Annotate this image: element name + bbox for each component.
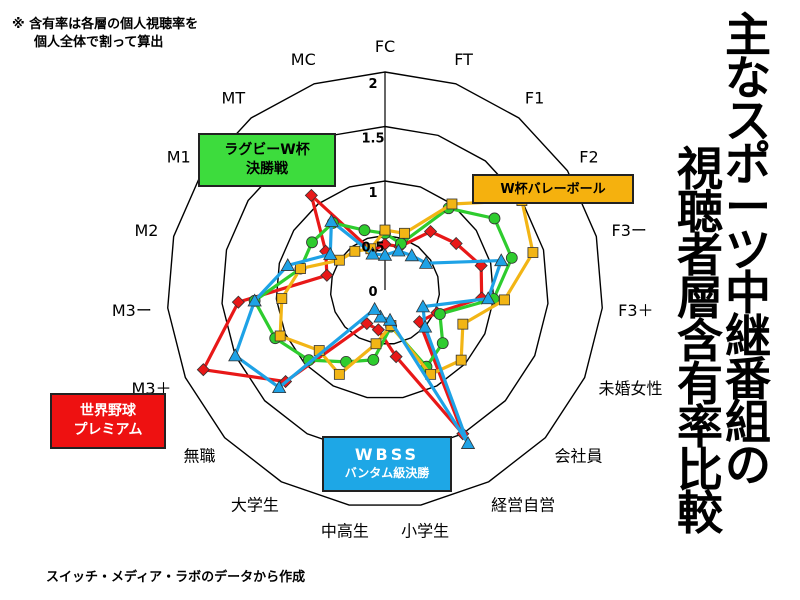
series-2-point-6 <box>457 318 469 330</box>
series-3-point-6 <box>415 299 431 313</box>
callout-rugby-line-1: ラグビーW杯 <box>224 142 310 158</box>
series-0-point-3 <box>449 236 463 251</box>
series-3-point-11 <box>367 301 382 315</box>
category-label-12: 無職 <box>183 446 215 465</box>
series-3-point-7 <box>417 319 433 333</box>
calculation-note: ※ 含有率は各層の個人視聴率を 個人全体で割って算出 <box>12 16 198 52</box>
series-3-point-1 <box>391 243 406 257</box>
callout-baseball: 世界野球 プレミアム <box>50 393 166 449</box>
radar-series <box>196 188 539 449</box>
category-label-10: 中高生 <box>321 522 369 541</box>
category-label-0: FC <box>375 37 395 56</box>
category-label-9: 小学生 <box>401 522 449 541</box>
series-0-point-13 <box>196 363 210 377</box>
category-label-3: F2 <box>579 148 598 167</box>
category-label-17: MT <box>222 88 246 107</box>
series-3-point-10 <box>373 309 388 323</box>
series-0-point-14 <box>231 295 245 309</box>
series-0-point-17 <box>304 188 318 202</box>
series-2-point-7 <box>455 354 467 366</box>
series-0-point-11 <box>360 316 374 331</box>
callout-baseball-line-1: 世界野球 <box>80 403 136 419</box>
series-2-point-15 <box>295 263 306 274</box>
series-1-point-16 <box>306 236 318 249</box>
series-2-point-13 <box>274 330 286 342</box>
tick-label-1: 0.5 <box>361 241 384 256</box>
series-2-point-14 <box>276 293 288 304</box>
series-3-point-17 <box>324 213 339 227</box>
chart-title-line-2: 視聴者層含有率比較 <box>677 142 723 540</box>
category-label-14: M3ー <box>112 301 152 320</box>
grid-ring-1 <box>275 180 495 399</box>
category-label-15: M2 <box>134 221 158 240</box>
callout-volleyball: W杯バレーボール <box>472 174 634 204</box>
series-line-2 <box>278 198 535 376</box>
category-label-6: 未婚女性 <box>598 379 662 398</box>
series-2-point-10 <box>370 338 382 350</box>
tick-label-2: 1 <box>368 186 377 201</box>
series-0-point-15 <box>320 268 334 282</box>
series-2-point-4 <box>527 247 539 258</box>
category-label-11: 大学生 <box>231 496 279 515</box>
series-1-point-18 <box>358 224 371 237</box>
chart-title-line-1: 主なスポーツ中継番組の <box>725 8 771 492</box>
series-2-point-17 <box>349 245 361 257</box>
callout-wbss: WBSS バンタム級決勝 <box>322 436 452 492</box>
series-3-point-16 <box>323 246 338 260</box>
tick-label-4: 2 <box>368 77 377 92</box>
series-3-point-5 <box>481 291 496 305</box>
series-1-point-7 <box>436 337 449 350</box>
series-2-point-1 <box>399 227 410 239</box>
callout-rugby: ラグビーW杯 決勝戦 <box>198 133 336 187</box>
callout-rugby-line-2: 決勝戦 <box>245 161 288 177</box>
category-label-7: 会社員 <box>555 446 603 465</box>
callout-volleyball-line-1: W杯バレーボール <box>500 181 606 197</box>
category-label-1: FT <box>454 50 473 69</box>
category-label-4: F3ー <box>612 221 647 240</box>
series-2-point-11 <box>333 368 345 380</box>
series-3-point-14 <box>247 293 262 307</box>
series-3-point-3 <box>418 255 434 269</box>
series-1-point-6 <box>434 308 446 320</box>
category-label-18: MC <box>291 50 316 69</box>
series-0-point-2 <box>423 224 438 239</box>
note-line-2: 個人全体で割って算出 <box>34 35 164 50</box>
series-0-point-9 <box>389 350 403 364</box>
callout-wbss-line-1: WBSS <box>354 445 420 464</box>
series-2-point-16 <box>333 254 345 266</box>
category-label-16: M1 <box>167 148 191 167</box>
category-label-5: F3＋ <box>618 301 653 320</box>
series-2-point-2 <box>446 198 458 210</box>
series-1-point-10 <box>367 353 380 366</box>
series-2-point-5 <box>499 294 510 306</box>
source-note: スイッチ・メディア・ラボのデータから作成 <box>46 570 306 585</box>
series-0-point-10 <box>371 323 385 337</box>
series-1-point-3 <box>488 212 501 225</box>
tick-label-3: 1.5 <box>361 132 384 147</box>
category-label-8: 経営自営 <box>491 496 555 515</box>
callout-wbss-line-2: バンタム級決勝 <box>344 466 430 480</box>
series-1-point-4 <box>505 251 518 264</box>
series-3-point-4 <box>494 253 509 267</box>
category-label-2: F1 <box>525 88 544 107</box>
series-2-point-0 <box>379 224 391 236</box>
series-3-point-0 <box>377 247 393 261</box>
series-3-point-15 <box>280 258 295 271</box>
series-3-point-13 <box>228 348 243 362</box>
series-3-point-12 <box>271 380 287 394</box>
callout-baseball-line-2: プレミアム <box>73 422 143 438</box>
series-3-point-8 <box>460 436 476 449</box>
series-3-point-2 <box>404 248 419 262</box>
tick-label-0: 0 <box>368 285 377 300</box>
series-3-point-18 <box>365 246 380 260</box>
note-line-1: ※ 含有率は各層の個人視聴率を <box>12 17 199 32</box>
